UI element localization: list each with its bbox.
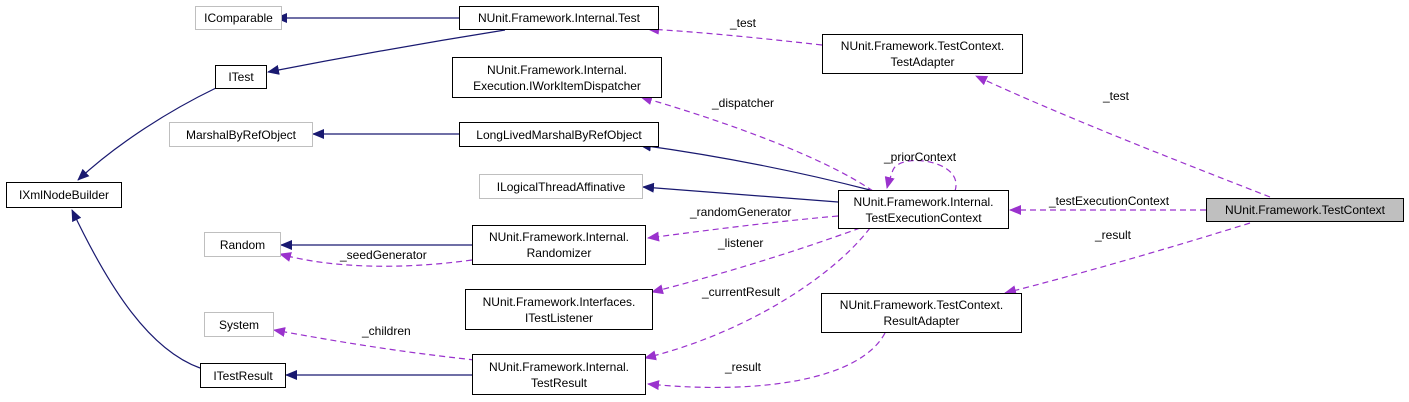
- node-testcontext-label: NUnit.Framework.TestContext: [1224, 203, 1386, 217]
- edge-label-dispatcher: _dispatcher: [711, 96, 774, 110]
- node-randomizer-line1: NUnit.Framework.Internal.: [488, 230, 630, 244]
- node-testcontext[interactable]: NUnit.Framework.TestContext: [1206, 198, 1404, 222]
- edge-testresult-to-system: [273, 327, 476, 361]
- edge-label-prior-context: _priorContext: [883, 150, 957, 164]
- node-testadapter-line2: TestAdapter: [890, 55, 955, 69]
- edge-testcontext-to-resultadapter: [1004, 222, 1251, 296]
- edge-label-testadapter-test: _test: [729, 16, 757, 30]
- node-testresult-line2: TestResult: [530, 375, 588, 390]
- node-icomparable[interactable]: IComparable: [195, 6, 282, 30]
- node-test-label: NUnit.Framework.Internal.Test: [477, 11, 641, 25]
- node-test[interactable]: NUnit.Framework.Internal.Test: [459, 6, 659, 30]
- edge-label-current-result: _currentResult: [701, 285, 781, 299]
- node-itest-label: ITest: [228, 70, 254, 84]
- node-testexecutioncontext-line1: NUnit.Framework.Internal.: [853, 194, 994, 209]
- node-testresult-line1: NUnit.Framework.Internal.: [488, 359, 630, 374]
- node-testexecutioncontext[interactable]: NUnit.Framework.Internal. TestExecutionC…: [838, 190, 1009, 229]
- node-itestlistener[interactable]: NUnit.Framework.Interfaces. ITestListene…: [465, 289, 653, 330]
- node-testadapter-line1: NUnit.Framework.TestContext.: [840, 39, 1005, 53]
- edge-testexecutioncontext-to-ilogicalthreadaffinative: [642, 182, 839, 203]
- edge-testexecutioncontext-to-itestlistener: [651, 227, 861, 295]
- edge-label-test-execution-context: _testExecutionContext: [1048, 194, 1170, 208]
- node-longlived[interactable]: LongLivedMarshalByRefObject: [459, 122, 659, 147]
- node-itest[interactable]: ITest: [215, 65, 267, 89]
- edge-itestresult-to-ixmlnodebuilder: [71, 209, 201, 369]
- edge-testadapter-to-test: [647, 24, 823, 46]
- edge-testexecutioncontext-to-iworkitemdispatcher: [640, 95, 874, 192]
- edge-testcontext-to-testadapter: [975, 75, 1271, 198]
- node-randomizer[interactable]: NUnit.Framework.Internal. Randomizer: [472, 225, 646, 265]
- node-iworkitemdispatcher-line1: NUnit.Framework.Internal.: [486, 62, 628, 77]
- edge-testexecutioncontext-to-longlived: [639, 141, 871, 191]
- edge-label-resultadapter-result: _result: [724, 360, 762, 374]
- node-icomparable-label: IComparable: [204, 11, 273, 25]
- node-testadapter[interactable]: NUnit.Framework.TestContext. TestAdapter: [822, 34, 1023, 74]
- edge-label-seed-generator: _seedGenerator: [339, 248, 427, 262]
- edge-randomizer-to-random-seed: [279, 252, 473, 267]
- node-ilogicalthreadaffinative[interactable]: ILogicalThreadAffinative: [479, 174, 643, 199]
- node-itestlistener-line1: NUnit.Framework.Interfaces.: [482, 294, 636, 309]
- node-random[interactable]: Random: [204, 232, 281, 257]
- node-ixmlnodebuilder[interactable]: IXmlNodeBuilder: [6, 182, 122, 208]
- node-marshalbyrefobject[interactable]: MarshalByRefObject: [169, 122, 313, 147]
- edge-itest-to-ixmlnodebuilder: [77, 87, 217, 181]
- edge-resultadapter-to-testresult: [647, 332, 886, 391]
- node-iworkitemdispatcher-line2: Execution.IWorkItemDispatcher: [473, 78, 641, 93]
- node-itestresult[interactable]: ITestResult: [200, 363, 286, 388]
- edge-testexecutioncontext-to-randomizer: [647, 215, 839, 242]
- node-iworkitemdispatcher[interactable]: NUnit.Framework.Internal. Execution.IWor…: [452, 57, 662, 98]
- node-testexecutioncontext-line2: TestExecutionContext: [865, 210, 982, 225]
- edge-testexecutioncontext-self: [884, 159, 957, 192]
- node-itestlistener-line2: ITestListener: [524, 310, 594, 325]
- node-resultadapter[interactable]: NUnit.Framework.TestContext. ResultAdapt…: [821, 293, 1022, 333]
- node-itestresult-label: ITestResult: [213, 368, 273, 383]
- edge-label-testcontext-testadapter: _test: [1102, 89, 1130, 103]
- node-randomizer-line2: Randomizer: [526, 246, 592, 260]
- edge-label-listener: _listener: [717, 236, 763, 250]
- edge-label-testcontext-result: _result: [1094, 228, 1132, 242]
- node-system[interactable]: System: [204, 312, 274, 337]
- node-longlived-label: LongLivedMarshalByRefObject: [476, 127, 642, 142]
- node-random-label: Random: [219, 237, 266, 252]
- node-marshalbyrefobject-label: MarshalByRefObject: [185, 127, 297, 142]
- edge-label-random-generator: _randomGenerator: [689, 205, 791, 219]
- node-ilogicalthreadaffinative-label: ILogicalThreadAffinative: [496, 179, 626, 194]
- node-resultadapter-line1: NUnit.Framework.TestContext.: [839, 298, 1004, 312]
- edge-label-children: _children: [361, 324, 411, 338]
- node-system-label: System: [218, 317, 259, 332]
- node-resultadapter-line2: ResultAdapter: [883, 314, 960, 328]
- node-testresult[interactable]: NUnit.Framework.Internal. TestResult: [472, 354, 646, 395]
- edge-test-to-itest: [267, 29, 506, 75]
- node-ixmlnodebuilder-label: IXmlNodeBuilder: [18, 188, 110, 202]
